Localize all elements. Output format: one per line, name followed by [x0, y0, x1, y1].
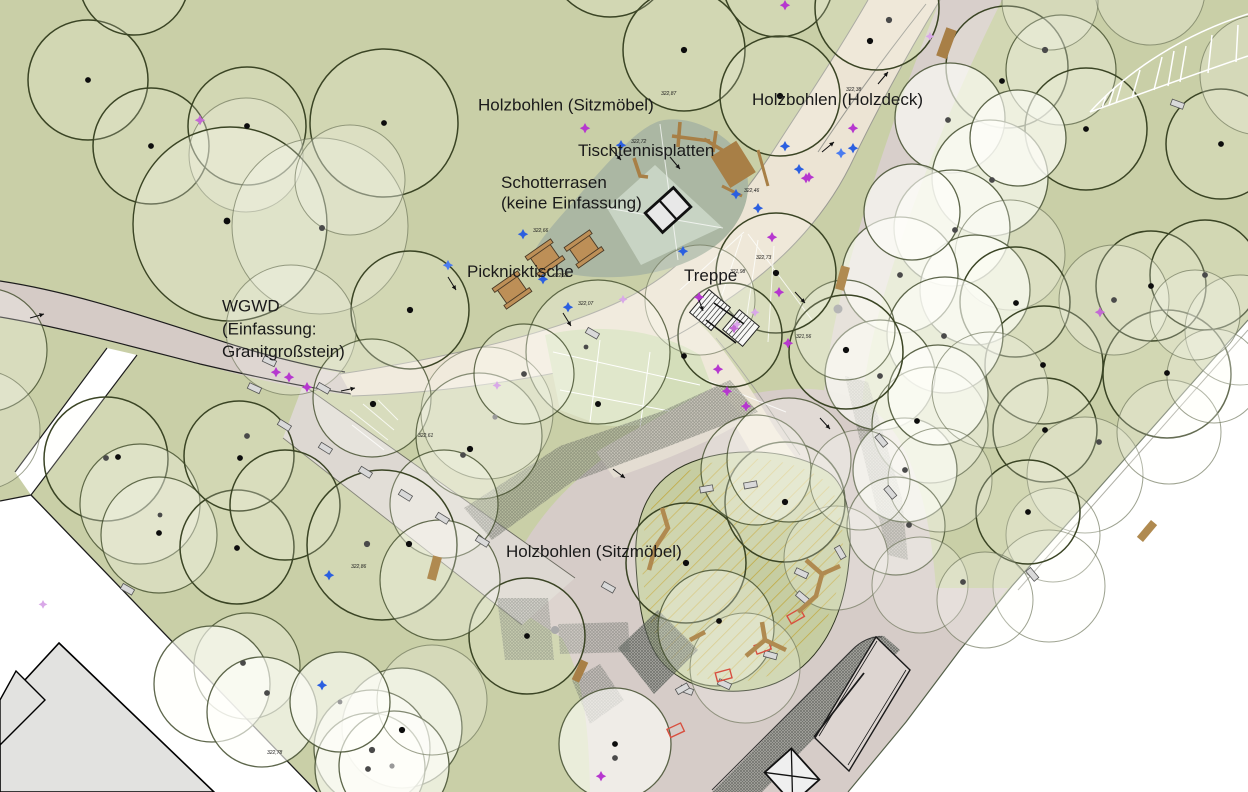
svg-text:Tischtennisplatten: Tischtennisplatten	[578, 141, 714, 160]
svg-text:322,07: 322,07	[578, 301, 594, 307]
svg-text:322,66: 322,66	[533, 228, 549, 234]
svg-text:Holzbohlen (Sitzmöbel): Holzbohlen (Sitzmöbel)	[478, 96, 654, 115]
svg-text:322,73: 322,73	[756, 255, 772, 261]
svg-text:WGWD: WGWD	[222, 297, 280, 316]
svg-text:322,92: 322,92	[553, 273, 569, 279]
svg-text:Holzbohlen (Sitzmöbel): Holzbohlen (Sitzmöbel)	[506, 542, 682, 561]
svg-text:321,56: 321,56	[796, 334, 812, 340]
svg-text:322,87: 322,87	[661, 91, 677, 97]
svg-text:Schotterrasen: Schotterrasen	[501, 173, 607, 192]
svg-text:(Einfassung:: (Einfassung:	[222, 320, 317, 339]
svg-text:(keine Einfassung): (keine Einfassung)	[501, 194, 642, 213]
svg-text:322,38: 322,38	[846, 87, 862, 93]
svg-text:Treppe: Treppe	[684, 266, 737, 285]
svg-text:321,98: 321,98	[730, 269, 746, 275]
svg-text:Picknicktische: Picknicktische	[467, 262, 574, 281]
svg-text:322,86: 322,86	[351, 564, 367, 570]
svg-text:Granitgroßstein): Granitgroßstein)	[222, 342, 345, 361]
svg-text:Holzbohlen (Holzdeck): Holzbohlen (Holzdeck)	[752, 90, 923, 109]
svg-text:322,72: 322,72	[631, 139, 647, 145]
svg-text:322,46: 322,46	[744, 188, 760, 194]
svg-text:322,61: 322,61	[418, 433, 434, 439]
svg-text:322,78: 322,78	[267, 750, 283, 756]
